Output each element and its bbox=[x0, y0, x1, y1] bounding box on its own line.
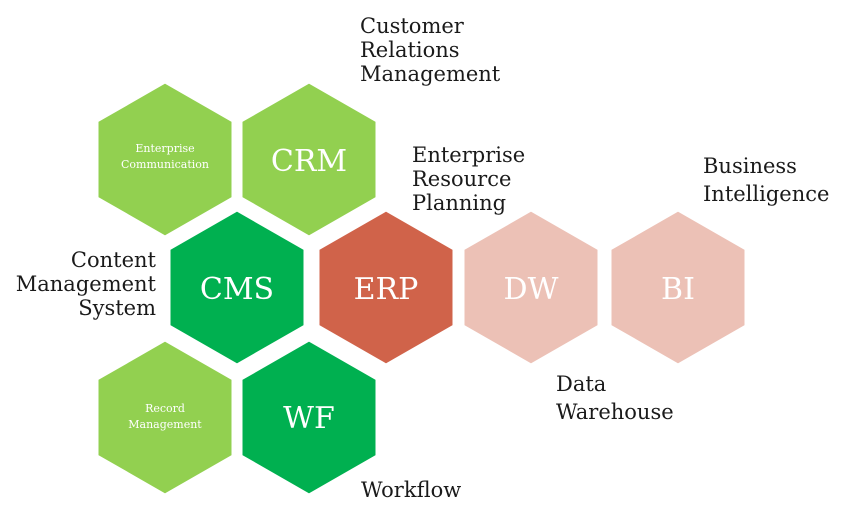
hex-erp-shape bbox=[316, 208, 456, 367]
hex-record-management: Record Management bbox=[95, 338, 235, 497]
annotation-wf-line-1: Workflow bbox=[361, 478, 462, 502]
annotation-erp-line-1: Enterprise bbox=[412, 143, 526, 167]
hex-enterprise-communication-label-line-1: Enterprise bbox=[135, 142, 194, 155]
annotation-dw: Data Warehouse bbox=[556, 370, 674, 426]
hex-dw: DW bbox=[461, 208, 601, 367]
hex-wf-label: WF bbox=[283, 401, 335, 436]
hex-wf: WF bbox=[239, 338, 379, 497]
hex-dw-label: DW bbox=[504, 272, 559, 307]
annotation-bi-line-2: Intelligence bbox=[703, 182, 830, 206]
hex-record-management-shape bbox=[95, 338, 235, 497]
hex-bi-shape bbox=[608, 208, 748, 367]
hex-bi: BI bbox=[608, 208, 748, 367]
hex-dw-shape bbox=[461, 208, 601, 367]
annotation-erp-line-3: Planning bbox=[412, 191, 507, 215]
annotation-crm-line-2: Relations bbox=[360, 38, 460, 62]
annotation-cms-line-3: System bbox=[78, 296, 156, 320]
hex-crm-label: CRM bbox=[271, 144, 347, 179]
hex-enterprise-communication-label-line-2: Communication bbox=[121, 158, 209, 171]
hex-enterprise-communication: Enterprise Communication bbox=[95, 80, 235, 239]
annotation-cms: Content Management System bbox=[16, 248, 156, 320]
hex-enterprise-communication-shape bbox=[95, 80, 235, 239]
annotation-dw-line-2: Warehouse bbox=[556, 400, 674, 424]
annotation-cms-line-1: Content bbox=[70, 248, 156, 272]
annotation-erp-line-2: Resource bbox=[412, 167, 512, 191]
hex-cms-label: CMS bbox=[200, 272, 274, 307]
annotation-erp: Enterprise Resource Planning bbox=[412, 143, 525, 215]
annotation-bi-line-1: Business bbox=[703, 154, 797, 178]
hex-record-management-label-line-2: Management bbox=[128, 418, 202, 431]
hex-crm: CRM bbox=[239, 80, 379, 239]
hex-crm-shape bbox=[239, 80, 379, 239]
annotation-crm-line-3: Management bbox=[360, 62, 501, 86]
annotation-cms-line-2: Management bbox=[15, 272, 156, 296]
annotation-dw-line-1: Data bbox=[556, 372, 607, 396]
annotation-wf: Workflow bbox=[361, 478, 461, 502]
hex-erp-label: ERP bbox=[354, 272, 419, 307]
hex-cms-shape bbox=[167, 208, 307, 367]
hex-bi-label: BI bbox=[661, 272, 695, 307]
hex-record-management-label-line-1: Record bbox=[145, 402, 185, 415]
annotation-crm-line-1: Customer bbox=[360, 14, 464, 38]
annotation-bi: Business Intelligence bbox=[703, 152, 829, 208]
hex-erp: ERP bbox=[316, 208, 456, 367]
annotation-crm: Customer Relations Management bbox=[360, 14, 500, 86]
hex-cms: CMS bbox=[167, 208, 307, 367]
hex-wf-shape bbox=[239, 338, 379, 497]
